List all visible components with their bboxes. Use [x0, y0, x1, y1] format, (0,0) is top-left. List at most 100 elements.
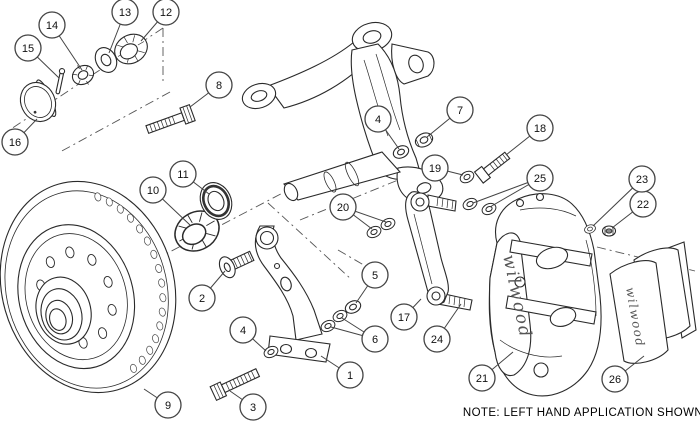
- note-text: NOTE: LEFT HAND APPLICATION SHOWN: [463, 407, 700, 419]
- washer-19: [457, 168, 477, 186]
- callout-number-7: 7: [457, 105, 463, 117]
- callout-bubble-21: [468, 364, 496, 392]
- callout-number-5: 5: [372, 270, 378, 282]
- rotor-vent: [156, 321, 164, 331]
- flange-nut-7: [414, 132, 434, 148]
- callout-number-26: 26: [609, 374, 621, 386]
- callout-26: 26: [601, 365, 629, 393]
- callout-6: 6: [361, 325, 389, 353]
- callout-bubble-7: [446, 96, 474, 124]
- rotor-vent: [152, 334, 160, 344]
- callout-bubble-19: [421, 154, 449, 182]
- brake-rotor: [0, 180, 177, 394]
- callout-22: 22: [629, 190, 657, 218]
- callout-24: 24: [423, 325, 451, 353]
- spindle-washer: [94, 47, 118, 73]
- rotor-vent: [155, 264, 163, 273]
- callout-18: 18: [526, 114, 554, 142]
- callout-4: 4: [229, 316, 257, 344]
- rotor-vent: [150, 249, 158, 259]
- rotor-vent: [159, 293, 167, 303]
- callout-bubble-5: [361, 261, 389, 289]
- callout-number-17: 17: [398, 312, 410, 324]
- caliper-bracket-bolt-upper: [145, 103, 196, 134]
- spindle-nut: [71, 64, 95, 86]
- callout-17: 17: [390, 303, 418, 331]
- callout-bubble-26: [601, 365, 629, 393]
- callout-number-20: 20: [337, 202, 349, 214]
- rotor-bolt-hole: [45, 256, 55, 268]
- callout-bubble-10: [139, 176, 167, 204]
- callout-2: 2: [188, 284, 216, 312]
- grease-seal: [199, 182, 233, 220]
- callout-bubble-3: [239, 393, 267, 421]
- callout-25: 25: [526, 164, 554, 192]
- callout-bubble-20: [329, 193, 357, 221]
- rotor-vent: [143, 236, 151, 246]
- callout-number-14: 14: [46, 20, 58, 32]
- callout-bubble-17: [390, 303, 418, 331]
- callout-number-10: 10: [147, 185, 159, 197]
- callout-15: 15: [14, 34, 42, 62]
- callout-number-4: 4: [375, 114, 381, 126]
- callout-bubble-2: [188, 284, 216, 312]
- rotor-vent: [94, 192, 102, 202]
- callout-number-2: 2: [199, 293, 205, 305]
- callout-bubble-12: [152, 0, 180, 26]
- callout-8: 8: [205, 71, 233, 99]
- rotor-vent: [138, 355, 146, 365]
- brake-pads: wilwood: [609, 241, 697, 364]
- brake-caliper: wilwood: [488, 192, 602, 397]
- rotor-vent: [158, 307, 166, 317]
- callout-number-18: 18: [534, 123, 546, 135]
- washer-25a: [460, 195, 480, 213]
- radial-mount-bolt: [473, 151, 511, 184]
- washer-20b: [378, 215, 398, 233]
- callout-23: 23: [628, 165, 656, 193]
- callout-4: 4: [364, 105, 392, 133]
- rotor-vent: [105, 197, 113, 207]
- callout-bubble-4: [229, 316, 257, 344]
- callout-number-9: 9: [165, 400, 171, 412]
- callout-21: 21: [468, 364, 496, 392]
- callout-number-4: 4: [240, 325, 246, 337]
- callout-16: 16: [1, 128, 29, 156]
- callout-3: 3: [239, 393, 267, 421]
- callout-bubble-14: [38, 11, 66, 39]
- rotor-bolt-hole: [103, 276, 113, 288]
- callout-number-24: 24: [431, 334, 443, 346]
- callout-9: 9: [154, 391, 182, 419]
- spindle: [241, 21, 444, 203]
- callout-bubble-18: [526, 114, 554, 142]
- callout-bubble-4: [364, 105, 392, 133]
- callout-bubble-25: [526, 164, 554, 192]
- callout-14: 14: [38, 11, 66, 39]
- callout-bubble-24: [423, 325, 451, 353]
- stud-nut-22: [601, 225, 617, 237]
- radial-mount-arm: [405, 191, 473, 311]
- callout-number-25: 25: [534, 173, 546, 185]
- rotor-vent: [130, 363, 137, 373]
- callout-number-1: 1: [347, 370, 353, 382]
- callout-number-13: 13: [119, 7, 131, 19]
- callout-bubble-1: [336, 361, 364, 389]
- callout-19: 19: [421, 154, 449, 182]
- rotor-vent: [146, 345, 154, 355]
- callout-number-23: 23: [636, 174, 648, 186]
- callout-number-11: 11: [177, 169, 188, 181]
- caliper-mount-bracket: [254, 225, 331, 363]
- hex-bolt-3: [209, 368, 261, 402]
- washer-20a: [364, 223, 384, 241]
- callout-bubble-15: [14, 34, 42, 62]
- callout-13: 13: [111, 0, 139, 26]
- rotor-bolt-hole: [107, 303, 117, 316]
- callout-number-16: 16: [9, 137, 21, 149]
- callout-10: 10: [139, 176, 167, 204]
- rotor-bolt-hole: [87, 254, 97, 266]
- callout-20: 20: [329, 193, 357, 221]
- callout-bubble-6: [361, 325, 389, 353]
- rotor-vent: [127, 213, 134, 223]
- rotor-vent-scallops: [94, 192, 167, 373]
- callout-1: 1: [336, 361, 364, 389]
